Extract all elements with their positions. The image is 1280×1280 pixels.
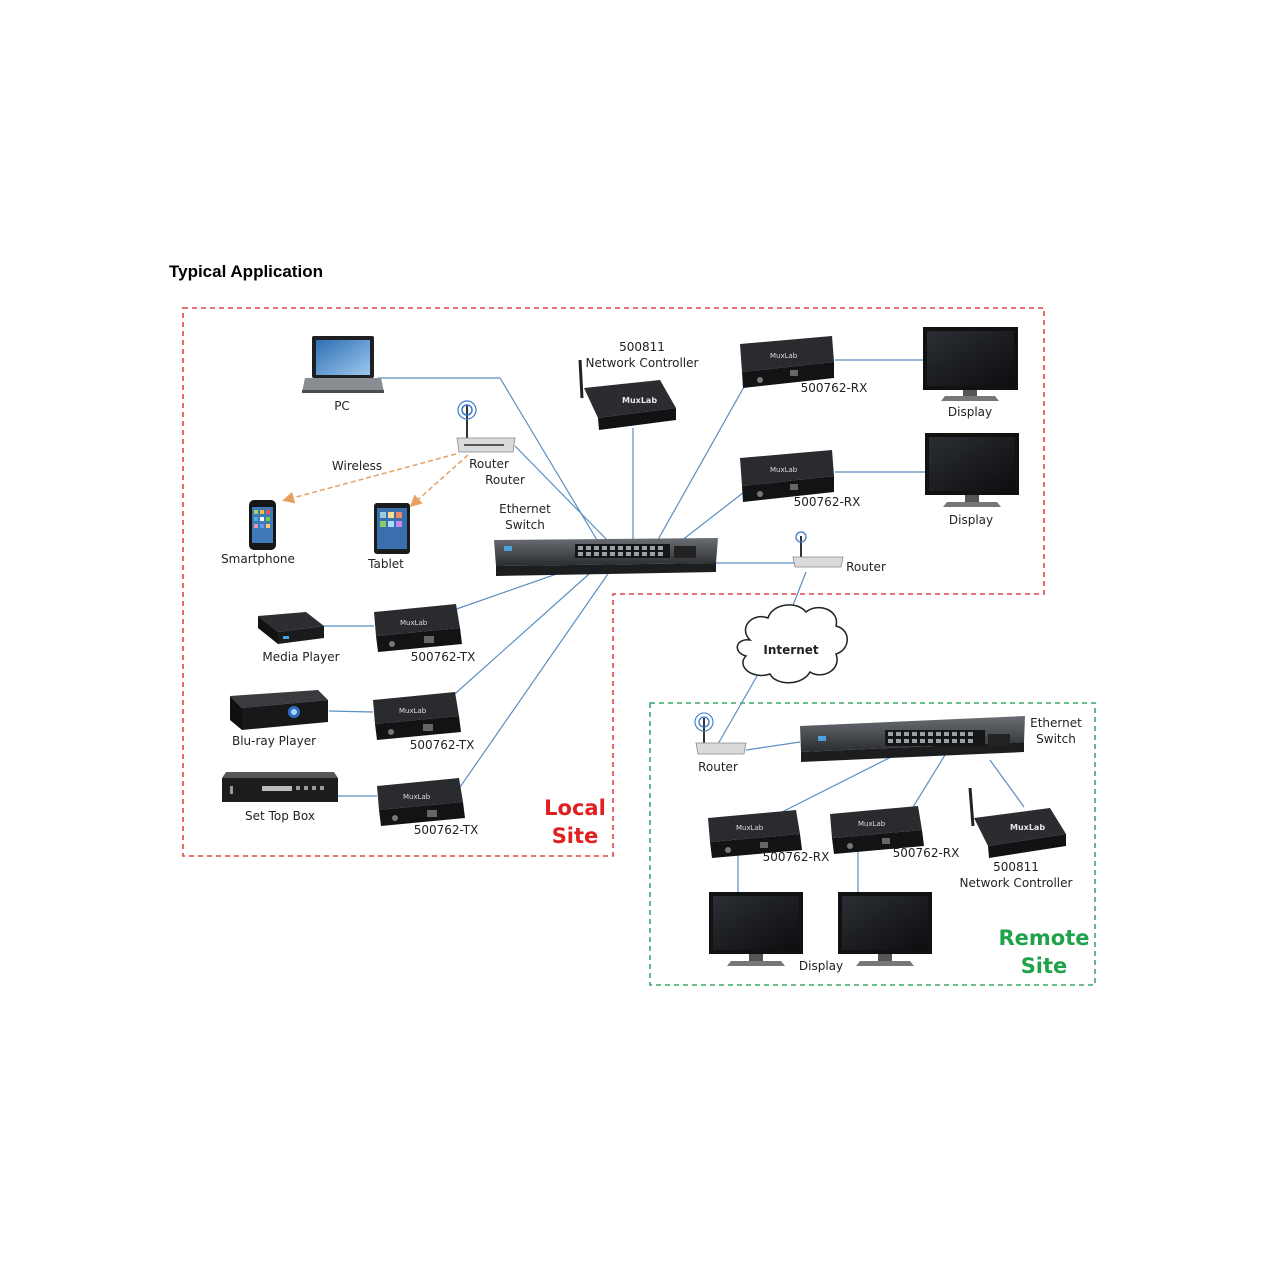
media-player-icon <box>258 612 324 644</box>
rx-extender-2-icon: MuxLab <box>740 450 834 502</box>
remote-display-1-icon <box>709 892 803 966</box>
link-rx1-switch <box>654 361 759 546</box>
bluray-player-icon <box>230 690 328 730</box>
tx-extender-2-icon: MuxLab <box>373 692 461 740</box>
wireless-to-smartphone <box>282 453 457 504</box>
remote-controller-brand: MuxLab <box>1010 823 1045 832</box>
display-1-icon <box>923 327 1018 401</box>
label-remote-router: Router <box>698 760 738 774</box>
label-rx2: 500762-RX <box>794 495 861 509</box>
label-remote-rx1: 500762-RX <box>763 850 830 864</box>
remote-site-boundary <box>649 702 1096 986</box>
remote-rx1-brand: MuxLab <box>736 824 764 832</box>
wifi-router-icon <box>456 400 516 453</box>
label-display1: Display <box>948 405 992 419</box>
label-media-player: Media Player <box>262 650 339 664</box>
remote-site-title-line2: Site <box>1021 954 1068 978</box>
label-tx1: 500762-TX <box>411 650 476 664</box>
wireless-links <box>282 453 469 507</box>
label-remote-display: Display <box>799 959 843 973</box>
link-pc-switch-2 <box>499 377 601 546</box>
tx2-brand: MuxLab <box>399 707 427 715</box>
remote-rx-extender-1-icon: MuxLab <box>708 810 802 858</box>
label-rx1: 500762-RX <box>801 381 868 395</box>
rx1-brand: MuxLab <box>770 352 798 360</box>
link-switch-rx1 <box>781 754 896 813</box>
label-smartphone: Smartphone <box>221 552 295 566</box>
page-heading: Typical Application <box>169 262 323 281</box>
remote-rx2-brand: MuxLab <box>858 820 886 828</box>
remote-router-icon <box>694 712 747 755</box>
label-remote-switch-line2: Switch <box>1036 732 1076 746</box>
pc-laptop-icon <box>302 336 384 393</box>
label-wireless: Wireless <box>332 459 382 473</box>
link-switch-controller <box>989 759 1025 808</box>
label-router-icon: Router <box>469 457 509 471</box>
ethernet-switch-icon <box>494 538 718 576</box>
set-top-box-icon <box>222 772 338 802</box>
remote-rx-extender-2-icon: MuxLab <box>830 806 924 854</box>
tx-extender-1-icon: MuxLab <box>374 604 462 652</box>
label-internet: Internet <box>763 643 818 657</box>
tx3-brand: MuxLab <box>403 793 431 801</box>
remote-ethernet-switch-icon <box>800 716 1025 762</box>
tx-extender-3-icon: MuxLab <box>377 778 465 826</box>
remote-network-controller-icon: MuxLab <box>968 787 1066 858</box>
link-switch-rx2 <box>909 754 946 813</box>
link-remoterouter-switch <box>745 741 801 751</box>
link-internet-remoterouter <box>717 675 758 745</box>
wan-router-icon <box>792 531 844 568</box>
label-controller-model: 500811 <box>619 340 665 354</box>
display-2-icon <box>925 433 1019 507</box>
link-router-switch <box>514 445 613 546</box>
link-tx2-switch <box>447 565 599 701</box>
remote-display-2-icon <box>838 892 932 966</box>
tx1-brand: MuxLab <box>400 619 428 627</box>
label-tx2: 500762-TX <box>410 738 475 752</box>
local-site-title-line2: Site <box>552 824 599 848</box>
label-remote-controller-name: Network Controller <box>960 876 1073 890</box>
link-tx3-switch <box>457 567 613 791</box>
label-display2: Display <box>949 513 993 527</box>
label-remote-controller-model: 500811 <box>993 860 1039 874</box>
label-remote-switch-line1: Ethernet <box>1030 716 1082 730</box>
internet-cloud-icon <box>736 604 848 684</box>
network-controller-icon: MuxLab <box>578 359 676 430</box>
remote-site-title-line1: Remote <box>998 926 1089 950</box>
label-tx3: 500762-TX <box>414 823 479 837</box>
wireless-to-tablet <box>409 454 469 507</box>
label-bluray: Blu-ray Player <box>232 734 316 748</box>
remote-links <box>717 675 1025 892</box>
label-pc: PC <box>334 399 350 413</box>
local-site-title-line1: Local <box>544 796 606 820</box>
label-wan-router: Router <box>846 560 886 574</box>
label-router-port: Router <box>485 473 525 487</box>
local-site-boundary <box>182 307 1045 857</box>
rx2-brand: MuxLab <box>770 466 798 474</box>
link-bluray-tx2 <box>328 710 374 713</box>
label-remote-rx2: 500762-RX <box>893 846 960 860</box>
controller-brand: MuxLab <box>622 396 657 405</box>
label-switch-line2: Switch <box>505 518 545 532</box>
label-tablet: Tablet <box>367 557 404 571</box>
label-settop: Set Top Box <box>245 809 315 823</box>
tablet-icon <box>374 503 410 554</box>
smartphone-icon <box>249 500 276 550</box>
label-controller-name: Network Controller <box>586 356 699 370</box>
rx-extender-1-icon: MuxLab <box>740 336 834 388</box>
label-switch-line1: Ethernet <box>499 502 551 516</box>
